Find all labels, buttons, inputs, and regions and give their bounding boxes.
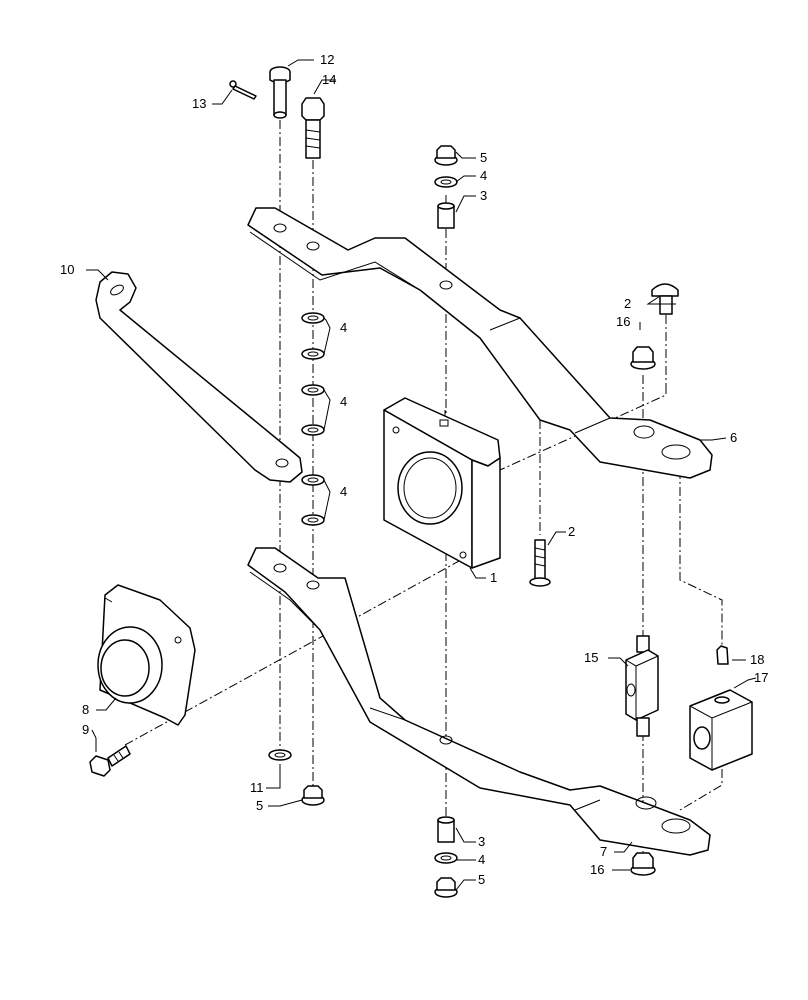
flange-nuts-5	[301, 145, 458, 898]
callout-2-low: 2	[568, 524, 575, 539]
callout-7: 7	[600, 844, 607, 859]
hex-bolt-14	[301, 97, 325, 159]
callout-4-mid3: 4	[340, 484, 347, 499]
washers-4	[301, 176, 458, 864]
adapter-15	[625, 635, 659, 737]
callout-5-top: 5	[480, 150, 487, 165]
callout-13: 13	[192, 96, 206, 111]
callout-12: 12	[320, 52, 334, 67]
callout-11: 11	[250, 780, 264, 795]
flange-nuts-16	[630, 346, 656, 876]
callout-5-left: 5	[256, 798, 263, 813]
callout-4-mid1: 4	[340, 320, 347, 335]
callout-6: 6	[730, 430, 737, 445]
cotter-pin-13	[229, 80, 257, 100]
callout-1: 1	[490, 570, 497, 585]
washer-11	[268, 749, 292, 761]
lower-bracket-7	[247, 547, 711, 856]
callouts: 12 13 14 5 4 3 10 2 16 4 4 6 4 2 1 15 18…	[60, 52, 768, 887]
callout-18: 18	[750, 652, 764, 667]
callout-10: 10	[60, 262, 74, 277]
callout-4-bottom: 4	[478, 852, 485, 867]
spacer-3-lower	[437, 816, 455, 843]
strap-10	[95, 271, 303, 483]
bolt-9	[89, 745, 131, 777]
grease-nipple-18	[716, 645, 729, 665]
callout-17: 17	[754, 670, 768, 685]
callout-5-bottom: 5	[478, 872, 485, 887]
clevis-pin-12	[269, 66, 291, 119]
callout-2-top: 2	[624, 296, 631, 311]
carriage-bolt-2-lower	[529, 539, 551, 587]
spacer-3-upper	[437, 202, 455, 229]
bearing-housing-1	[383, 397, 501, 569]
carriage-bolt-2-upper	[651, 283, 679, 315]
callout-9: 9	[82, 722, 89, 737]
callout-15: 15	[584, 650, 598, 665]
callout-4-top: 4	[480, 168, 487, 183]
callout-4-mid2: 4	[340, 394, 347, 409]
callout-8: 8	[82, 702, 89, 717]
leader-lines	[86, 59, 757, 891]
upper-bracket-6	[247, 207, 713, 479]
callout-16-bottom: 16	[590, 862, 604, 877]
callout-14: 14	[322, 72, 336, 87]
callout-3-bottom: 3	[478, 834, 485, 849]
flange-bearing-8	[97, 584, 196, 726]
block-17	[689, 689, 753, 771]
callout-16-top: 16	[616, 314, 630, 329]
callout-3-top: 3	[480, 188, 487, 203]
